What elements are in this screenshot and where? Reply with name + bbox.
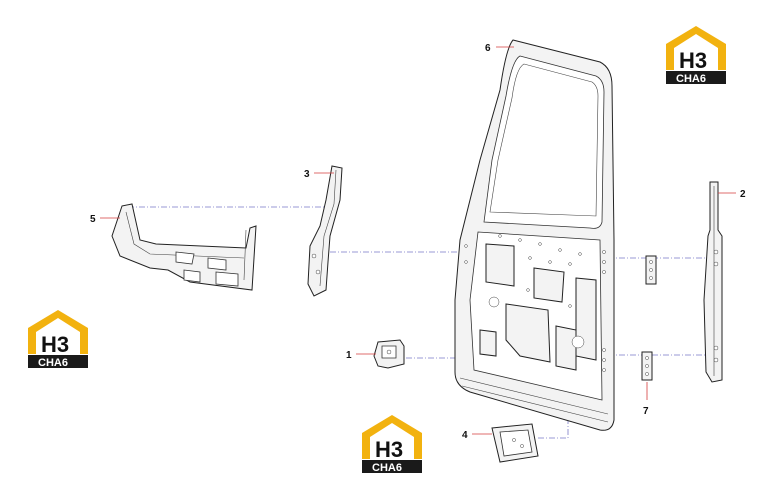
callout-6: 6 <box>485 43 491 54</box>
part-6-door-frame: 6 <box>454 39 615 431</box>
part-3-pillar: 3 <box>304 165 343 297</box>
logo-bottom: H3 CHA6 <box>362 415 422 474</box>
svg-text:H3: H3 <box>41 332 69 357</box>
part-4-lower-panel: 4 <box>462 423 539 463</box>
part-2-hinge-pillar: 2 <box>703 181 746 383</box>
logo-top-right: H3 CHA6 <box>666 26 726 85</box>
callout-7: 7 <box>643 406 649 417</box>
svg-text:H3: H3 <box>375 437 403 462</box>
part-1-latch-bracket: 1 <box>346 339 405 369</box>
frame-holes <box>464 234 606 372</box>
callout-1: 1 <box>346 350 352 361</box>
svg-text:CHA6: CHA6 <box>372 462 402 474</box>
svg-text:H3: H3 <box>679 48 707 73</box>
part-5-bracket: 5 <box>90 203 257 291</box>
callout-3: 3 <box>304 169 310 180</box>
callout-5: 5 <box>90 214 96 225</box>
svg-text:CHA6: CHA6 <box>38 357 68 369</box>
part-7-hinge-plates: 7 <box>641 255 657 417</box>
callout-4: 4 <box>462 430 468 441</box>
svg-text:CHA6: CHA6 <box>676 73 706 85</box>
assembly-lines <box>128 206 717 439</box>
callout-2: 2 <box>740 189 746 200</box>
logo-left: H3 CHA6 <box>28 310 88 369</box>
